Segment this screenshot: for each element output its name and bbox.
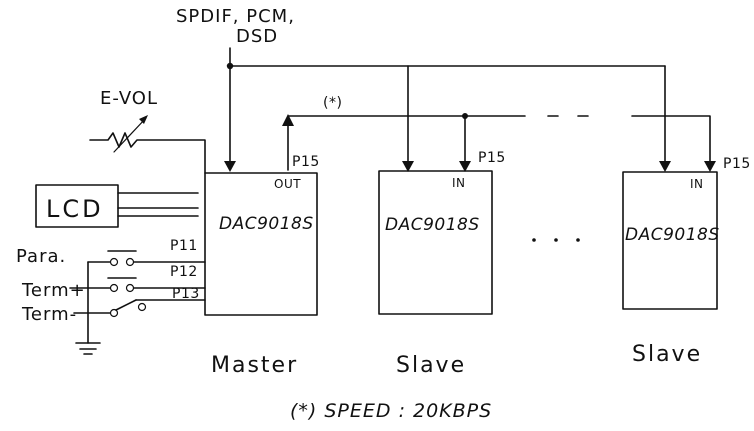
e-vol-resistor (89, 132, 206, 174)
sync-out-arrowhead (282, 114, 294, 126)
config-switches: Para. Term+ Term- P11 P12 P13 (16, 238, 206, 355)
e-vol-label: E-VOL (100, 88, 158, 109)
dac-master-role: Master (211, 353, 298, 378)
e-vol: E-VOL (89, 88, 206, 174)
e-vol-variable-arrowhead (139, 115, 148, 124)
switch-term2-contact-b (137, 302, 147, 312)
dac-slave-2: IN DAC9018S P15 Slave (622, 156, 751, 367)
dac-slave1-role: Slave (396, 353, 466, 378)
dac-slave2-box (622, 171, 718, 310)
input-label-line1: SPDIF, PCM, (176, 6, 295, 27)
lcd-box (35, 184, 119, 228)
speed-footnote: (*) SPEED : 20KBPS (290, 400, 492, 422)
dac-master: OUT DAC9018S P15 Master (204, 154, 320, 378)
arrow-to-slave2 (659, 161, 671, 172)
switch-term2-contact-a (109, 308, 119, 318)
ellipsis-dot-2 (554, 238, 558, 242)
switch-term1-contact-a (109, 283, 119, 293)
pin-p12-label: P12 (170, 264, 198, 280)
ground-symbol (75, 342, 101, 355)
switch-term2-lever (115, 299, 137, 311)
pin-p13-label: P13 (172, 286, 200, 302)
pin-p11-label: P11 (170, 238, 198, 254)
dac-slave1-chip: DAC9018S (385, 215, 480, 235)
lcd-module: LCD (35, 184, 199, 228)
dac-slave1-port: IN (452, 176, 466, 190)
switch-term1-contact-b (125, 283, 135, 293)
dac-master-box (204, 172, 318, 316)
sync-bus: (*) (282, 95, 716, 172)
dac-slave2-pin: P15 (723, 156, 751, 172)
dac-slave2-role: Slave (632, 342, 702, 367)
arrow-to-master (224, 161, 236, 172)
input-label-line2: DSD (236, 26, 278, 47)
lcd-label: LCD (46, 195, 104, 223)
dac-slave1-box (378, 170, 493, 315)
arrow-to-slave1 (402, 161, 414, 172)
ellipsis-dot-1 (532, 238, 536, 242)
dac-slave2-chip: DAC9018S (625, 225, 720, 245)
dac-slave2-port: IN (690, 177, 704, 191)
dac-master-chip: DAC9018S (219, 214, 314, 234)
more-dacs-ellipsis (532, 238, 580, 242)
dac-slave1-pin: P15 (478, 150, 506, 166)
switch-para-contact-b (125, 257, 135, 267)
switch-label-para: Para. (16, 246, 66, 267)
dac-slave-1: IN DAC9018S P15 Slave (378, 150, 506, 378)
ellipsis-dot-3 (576, 238, 580, 242)
sync-bus-label: (*) (323, 95, 342, 111)
switch-label-term2: Term- (21, 304, 77, 325)
dac-master-pin: P15 (292, 154, 320, 170)
dac-master-port: OUT (274, 177, 301, 191)
arrow-p15-slave1 (459, 161, 471, 172)
switch-label-term1: Term+ (21, 280, 86, 301)
switch-para-contact-a (109, 257, 119, 267)
e-vol-variable-arrow (113, 117, 147, 153)
input-source: SPDIF, PCM, DSD (176, 6, 295, 47)
arrow-p15-slave2 (704, 161, 716, 172)
sync-bus-end (631, 115, 711, 166)
